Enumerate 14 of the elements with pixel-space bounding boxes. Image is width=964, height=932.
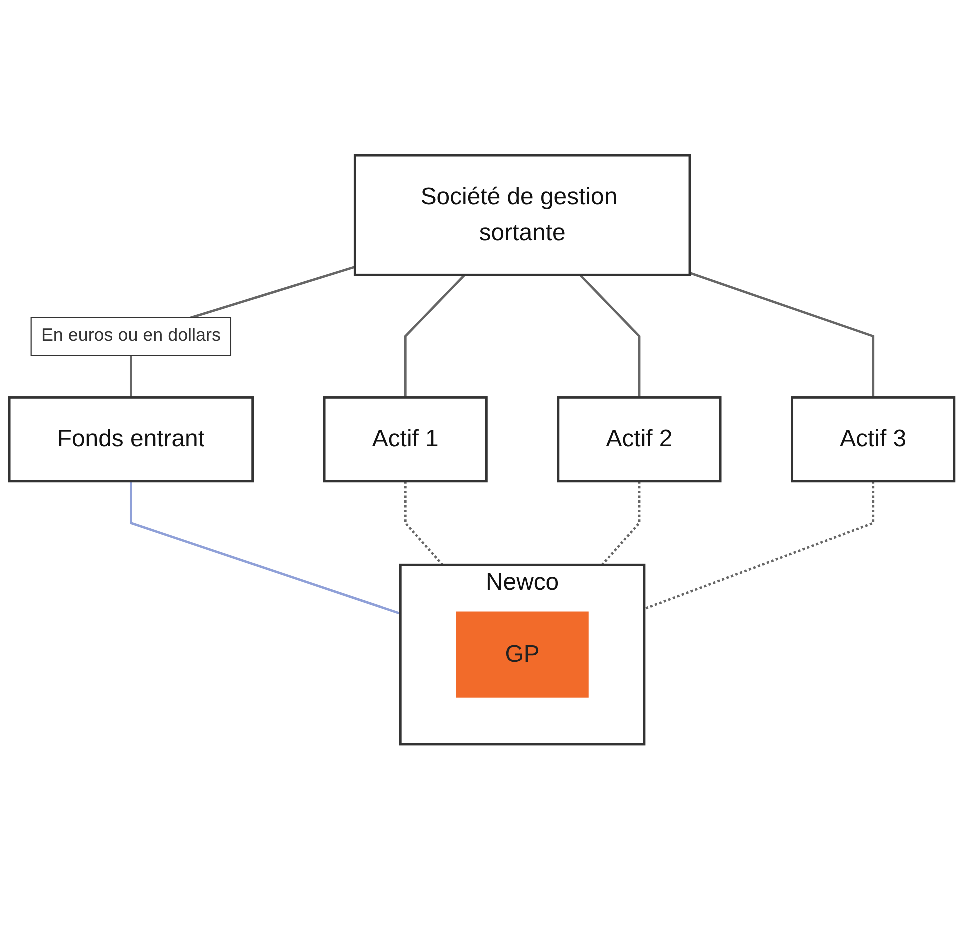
edge-label: En euros ou en dollars [41, 325, 221, 346]
node-box: Actif 3 [791, 396, 956, 483]
connector [404, 274, 466, 398]
node-box: Fonds entrant [8, 396, 254, 483]
connector [601, 481, 641, 566]
connector [130, 481, 402, 615]
connector [690, 272, 875, 398]
connector [579, 274, 641, 398]
node-box: Société de gestion sortante [354, 154, 692, 276]
node-box: Actif 1 [323, 396, 488, 483]
connector [644, 481, 875, 610]
connector [404, 481, 444, 566]
node-box: Actif 2 [557, 396, 722, 483]
node-box: GP [456, 612, 589, 698]
